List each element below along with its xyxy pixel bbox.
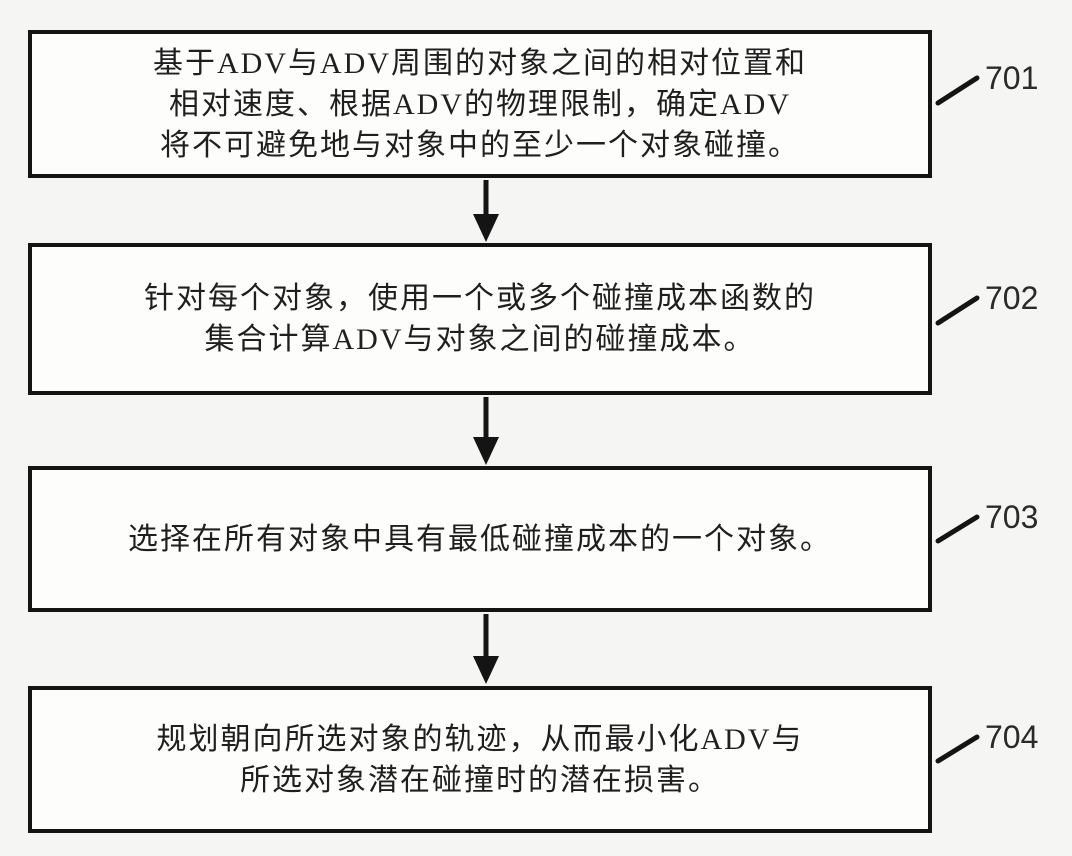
flow-step-701-text: 基于ADV与ADV周围的对象之间的相对位置和 相对速度、根据ADV的物理限制，确… xyxy=(153,46,807,162)
reference-label-703: 703 xyxy=(985,499,1039,535)
reference-label-704: 704 xyxy=(985,719,1039,755)
flow-step-704-box: 规划朝向所选对象的轨迹，从而最小化ADV与 所选对象潜在碰撞时的潜在损害。 xyxy=(28,686,932,833)
reference-tick-704 xyxy=(935,734,980,764)
flow-step-702-text: 针对每个对象，使用一个或多个碰撞成本函数的 集合计算ADV与对象之间的碰撞成本。 xyxy=(144,282,816,356)
reference-label-701: 701 xyxy=(985,60,1039,96)
down-arrow-icon xyxy=(473,180,499,242)
reference-label-702: 702 xyxy=(985,280,1039,316)
reference-tick-701 xyxy=(935,75,980,106)
flow-step-702-box: 针对每个对象，使用一个或多个碰撞成本函数的 集合计算ADV与对象之间的碰撞成本。 xyxy=(28,243,932,395)
flow-step-703-box: 选择在所有对象中具有最低碰撞成本的一个对象。 xyxy=(28,466,932,612)
flow-step-701-box: 基于ADV与ADV周围的对象之间的相对位置和 相对速度、根据ADV的物理限制，确… xyxy=(28,30,932,178)
reference-tick-703 xyxy=(935,514,980,544)
flow-step-704-text: 规划朝向所选对象的轨迹，从而最小化ADV与 所选对象潜在碰撞时的潜在损害。 xyxy=(156,722,804,797)
reference-tick-702 xyxy=(935,295,980,326)
down-arrow-icon xyxy=(473,614,499,684)
down-arrow-icon xyxy=(473,397,499,465)
flow-step-703-text: 选择在所有对象中具有最低碰撞成本的一个对象。 xyxy=(128,522,832,556)
